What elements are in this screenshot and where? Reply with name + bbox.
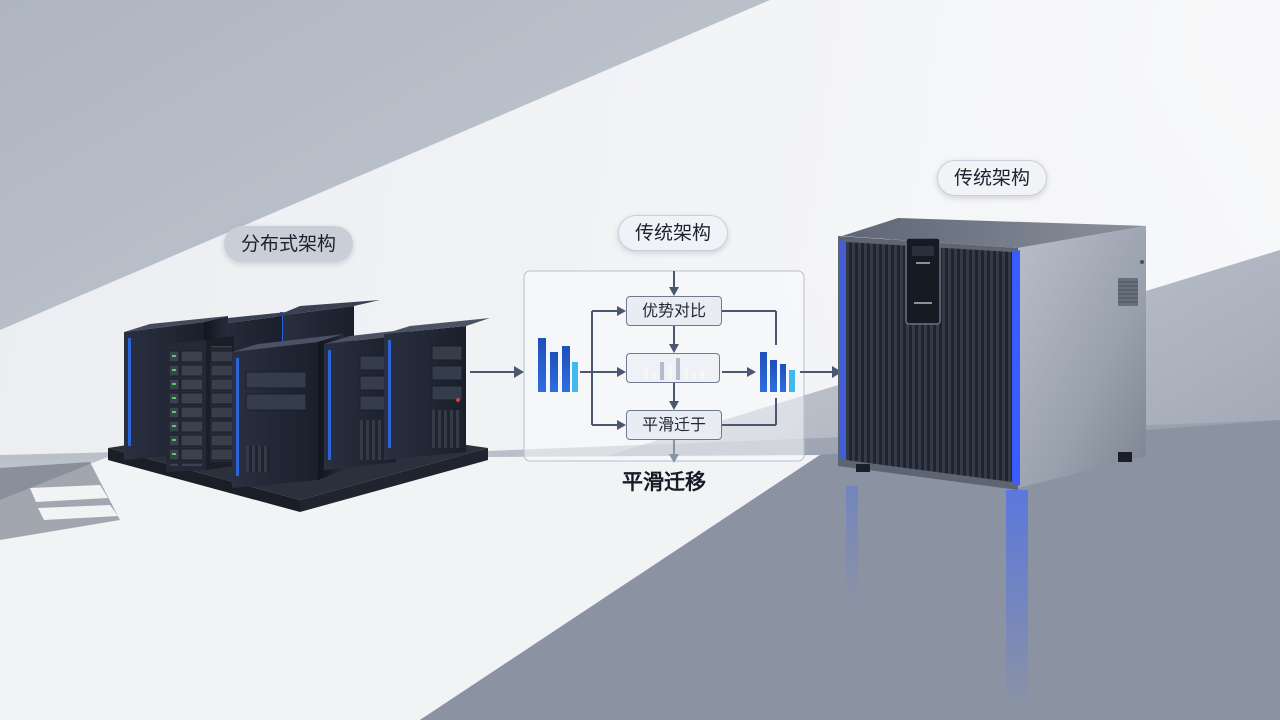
traditional-architecture-center-label: 传统架构	[618, 215, 729, 251]
advantage-comparison-box: 优势对比	[626, 296, 722, 326]
chart-box	[626, 353, 720, 383]
smooth-migration-caption: 平滑迁移	[622, 470, 706, 494]
traditional-architecture-right-label: 传统架构	[937, 160, 1048, 196]
smooth-migration-box: 平滑迁于	[626, 410, 722, 440]
distributed-architecture-label: 分布式架构	[224, 226, 354, 262]
